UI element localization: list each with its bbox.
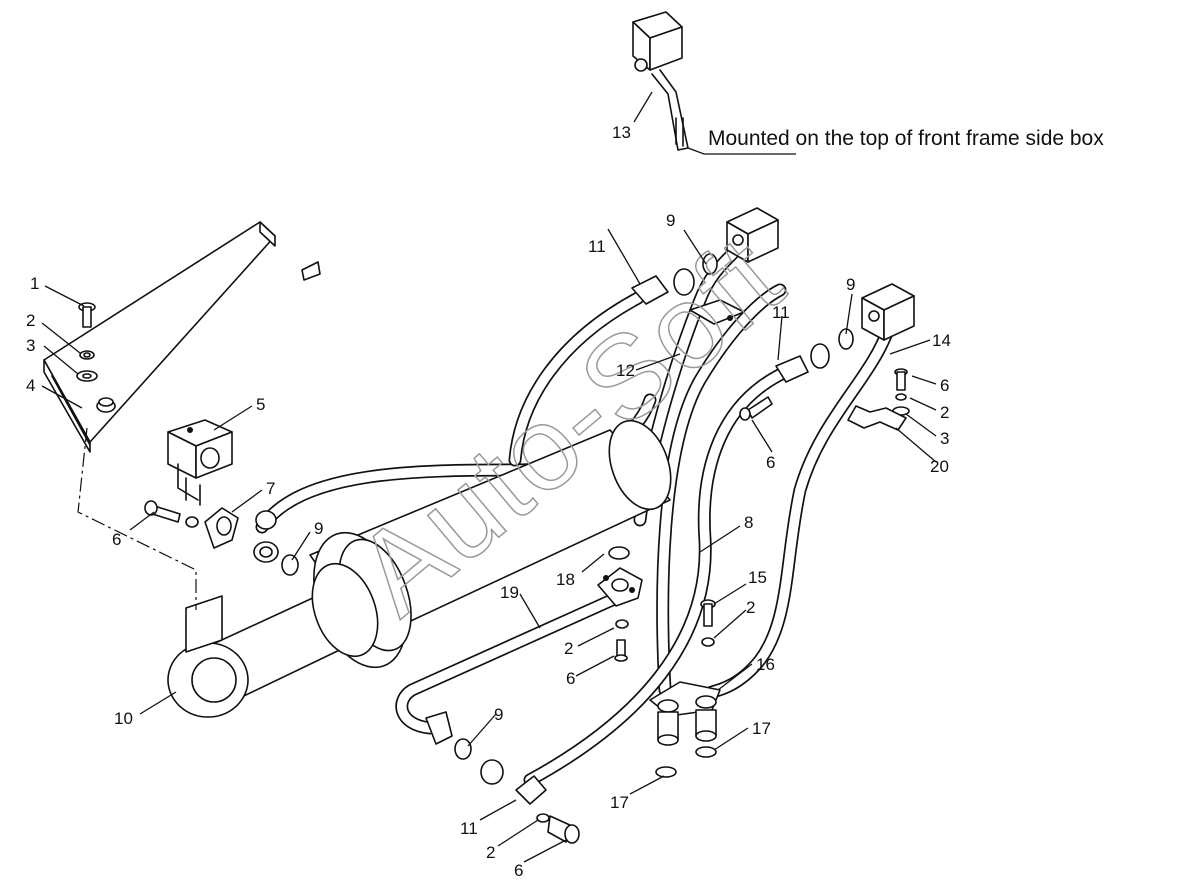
callout-6: 6 [566,669,575,688]
part-18-flange [597,546,643,607]
callout-6: 6 [112,530,121,549]
fittings-11 [281,253,854,805]
part-4-frame-beam [43,221,321,453]
part-13-switch-bracket [632,11,689,151]
fasteners [76,302,910,844]
callout-7: 7 [266,479,275,498]
part-10-steering-cylinder [167,419,672,718]
part-16-flange [649,681,721,778]
callout-11: 11 [772,303,790,322]
callout-16: 16 [756,655,775,674]
callout-6: 6 [940,376,949,395]
alignment-line [77,427,197,610]
callout-11: 11 [460,819,478,838]
callout-10: 10 [114,709,133,728]
callout-2: 2 [26,311,35,330]
leader-lines [41,91,937,863]
callout-8: 8 [744,513,753,532]
callout-14: 14 [932,331,951,350]
callout-5: 5 [256,395,265,414]
callout-12: 12 [616,361,635,380]
mounting-note: Mounted on the top of front frame side b… [708,127,1104,150]
callout-4: 4 [26,376,35,395]
manifold-blocks [689,207,915,341]
callout-2: 2 [486,843,495,862]
callout-9: 9 [666,211,675,230]
callout-3: 3 [26,336,35,355]
callout-9: 9 [314,519,323,538]
callout-19: 19 [500,583,519,602]
callout-17: 17 [610,793,629,812]
callout-2: 2 [746,598,755,617]
callout-6: 6 [766,453,775,472]
callout-20: 20 [930,457,949,476]
callout-13: 13 [612,123,631,142]
part-5-pressure-switch [167,419,233,506]
callout-labels: 1 2 3 4 5 6 7 9 10 11 9 12 11 9 14 6 2 3… [26,123,951,880]
callout-15: 15 [748,568,767,587]
callout-18: 18 [556,570,575,589]
callout-1: 1 [30,274,39,293]
callout-9: 9 [846,275,855,294]
callout-11: 11 [588,237,606,256]
callout-3: 3 [940,429,949,448]
callout-9: 9 [494,705,503,724]
callout-17: 17 [752,719,771,738]
callout-6: 6 [514,861,523,880]
callout-2: 2 [940,403,949,422]
callout-2: 2 [564,639,573,658]
part-7-flange [204,507,279,563]
